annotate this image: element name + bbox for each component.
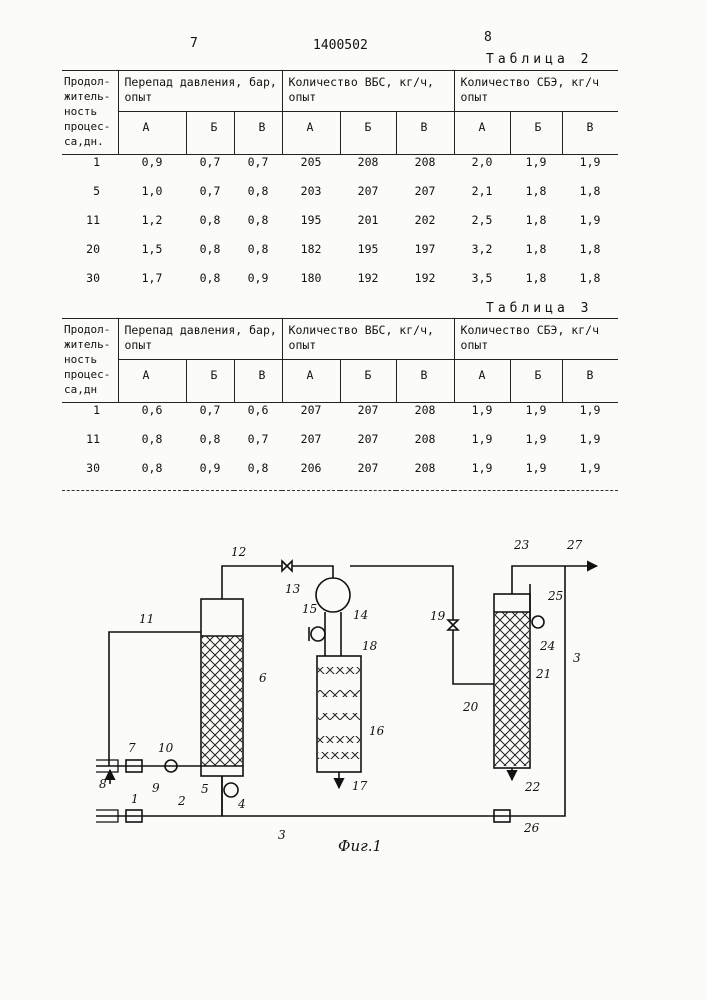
label-19: 19 xyxy=(430,609,446,623)
label-26: 26 xyxy=(523,821,540,835)
label-18: 18 xyxy=(362,639,378,653)
pump-4 xyxy=(224,783,238,797)
label-27: 27 xyxy=(566,538,583,552)
pump-15 xyxy=(309,627,325,641)
label-5: 5 xyxy=(201,782,209,796)
label-4: 4 xyxy=(237,797,246,811)
label-1: 1 xyxy=(131,792,139,806)
label-11: 11 xyxy=(139,612,154,626)
label-8: 8 xyxy=(99,777,107,791)
label-14: 14 xyxy=(353,608,368,622)
label-20: 20 xyxy=(462,700,479,714)
valve-19 xyxy=(448,620,458,630)
valve-13 xyxy=(282,561,292,571)
line-18 xyxy=(325,612,341,656)
label-15: 15 xyxy=(302,602,317,616)
column-16 xyxy=(317,656,361,772)
label-23: 23 xyxy=(513,538,530,552)
label-13: 13 xyxy=(285,582,301,596)
label-17: 17 xyxy=(352,779,368,793)
label-9: 9 xyxy=(152,781,160,795)
label-22: 22 xyxy=(524,780,540,794)
column-21 xyxy=(494,594,530,768)
label-3a: 3 xyxy=(278,828,286,842)
label-25: 25 xyxy=(547,589,563,603)
label-21: 21 xyxy=(535,667,551,681)
label-16: 16 xyxy=(369,724,385,738)
label-10: 10 xyxy=(158,741,174,755)
label-2: 2 xyxy=(177,794,186,808)
label-7: 7 xyxy=(128,741,136,755)
label-24: 24 xyxy=(539,639,555,653)
line-12 xyxy=(222,566,282,599)
figure-caption: Фиг.1 xyxy=(338,837,382,855)
label-12: 12 xyxy=(231,545,246,559)
label-6: 6 xyxy=(259,671,267,685)
label-3b: 3 xyxy=(573,651,581,665)
column-6 xyxy=(201,599,243,776)
line-20 xyxy=(453,630,494,684)
line-11 xyxy=(109,632,201,766)
heat-exchanger-14 xyxy=(316,578,350,612)
pump-24 xyxy=(532,616,544,628)
